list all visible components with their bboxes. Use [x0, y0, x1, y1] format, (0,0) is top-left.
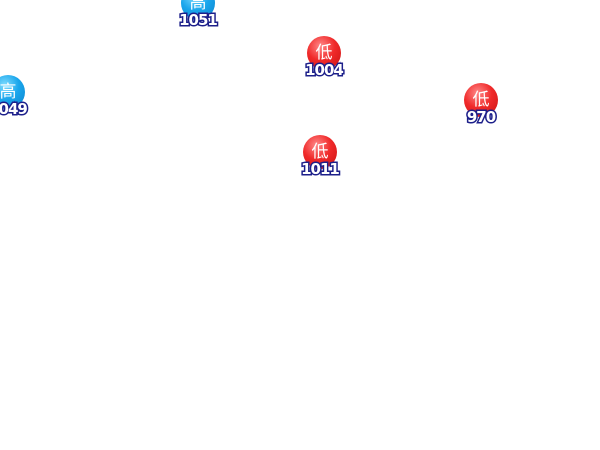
pressure-value-label: 970 — [465, 107, 497, 128]
high-pressure-marker[interactable]: 高 1051 — [168, 0, 228, 32]
low-pressure-icon: 低 — [464, 83, 498, 117]
pressure-value-label: 1049 — [0, 99, 29, 120]
low-pressure-marker[interactable]: 低 970 — [451, 83, 511, 129]
pressure-value-label: 1011 — [300, 159, 342, 180]
low-pressure-marker[interactable]: 低 1004 — [294, 36, 354, 82]
low-pressure-marker[interactable]: 低 1011 — [290, 135, 350, 181]
high-pressure-marker[interactable]: 高 1049 — [0, 75, 38, 121]
high-pressure-icon: 高 — [181, 0, 215, 20]
low-pressure-icon: 低 — [307, 36, 341, 70]
low-pressure-icon: 低 — [303, 135, 337, 169]
pressure-value-label: 1051 — [178, 10, 220, 31]
pressure-value-label: 1004 — [304, 60, 346, 81]
